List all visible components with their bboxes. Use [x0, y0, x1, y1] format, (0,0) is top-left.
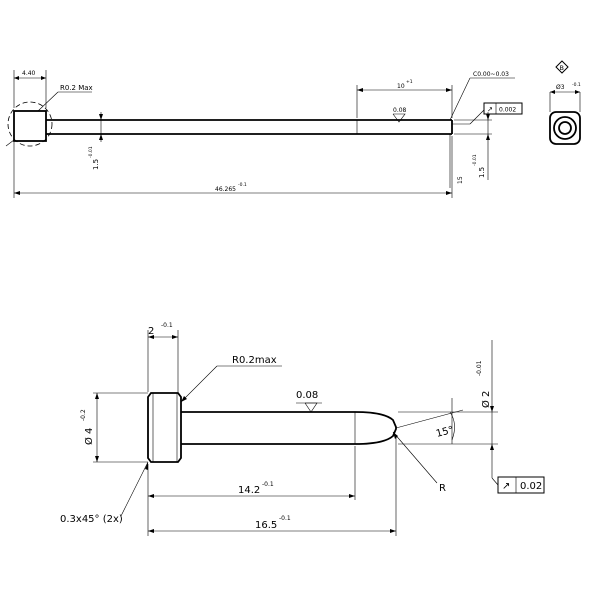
head-radius-label: R0.2 Max [60, 84, 93, 92]
pin-head-detail [147, 392, 182, 463]
angle-detail: 15° [435, 425, 455, 440]
runout-symbol-top: ↗ [487, 106, 493, 114]
radius-detail: R [439, 483, 446, 494]
runout-frame-top [483, 102, 523, 115]
shank-dia-label: 1.5 [92, 159, 100, 170]
surface-detail: 0.08 [296, 390, 318, 401]
datum-diamond [555, 60, 569, 74]
overall-length-tol: -0.1 [238, 182, 247, 188]
pin-head-top [13, 110, 47, 142]
runout-value-top: 0.002 [499, 107, 516, 114]
overall-length-detail: 16.5 [255, 520, 277, 531]
tip-dia-tol-top: -0.01 [472, 154, 478, 166]
pin-shank-detail [181, 411, 355, 445]
detail-view: 2 -0.1 R0.2max 0.08 Ø 4 -0.2 Ø 2 -0.01 1… [60, 322, 545, 536]
head-radius-detail: R0.2max [232, 355, 277, 366]
end-view-dia-tol: -0.1 [572, 82, 581, 88]
surface-label-top: 0.08 [393, 107, 407, 114]
runout-value-detail: 0.02 [520, 481, 542, 492]
shank-length-detail: 14.2 [238, 485, 260, 496]
tip-length-tol: +1 [406, 79, 413, 85]
shank-dia-tol: -0.01 [88, 146, 94, 158]
end-view-dia: Ø3 [556, 84, 565, 91]
end-view: B Ø3 -0.1 [549, 60, 581, 145]
angle-label-top: 15 [457, 176, 464, 184]
tip-length-label: 10 [397, 83, 405, 90]
runout-symbol-detail: ↗ [502, 481, 510, 492]
head-width-detail: 2 [148, 326, 154, 337]
head-width-detail-tol: -0.1 [161, 322, 173, 329]
end-view-inner-circle [558, 121, 572, 135]
end-view-outer-circle [553, 116, 577, 140]
pin-shank-top [46, 119, 453, 135]
chamfer-detail: 0.3x45° (2x) [60, 514, 123, 525]
tip-dia-label-top: 1.5 [478, 167, 486, 178]
head-width-label: 4.40 [22, 70, 36, 77]
end-view-label: B [560, 64, 564, 72]
end-view-outline [549, 111, 581, 145]
head-dia-detail: Ø 4 [83, 428, 95, 445]
top-view: 4.40 R0.2 Max 1.5 -0.01 46.265 -0.1 10 +… [5, 70, 523, 198]
tip-dia-detail: Ø 2 [480, 391, 492, 408]
tip-dia-detail-tol: -0.01 [476, 360, 483, 376]
shank-length-detail-tol: -0.1 [262, 481, 274, 488]
pin-tip-detail [354, 411, 397, 445]
runout-frame-detail [497, 476, 545, 494]
overall-length-detail-tol: -0.1 [279, 515, 291, 522]
overall-length-label: 46.265 [215, 186, 236, 193]
head-detail-circle [7, 101, 53, 147]
head-dia-detail-tol: -0.2 [80, 409, 87, 421]
chamfer-label-top: C0.00~0.03 [473, 71, 509, 78]
